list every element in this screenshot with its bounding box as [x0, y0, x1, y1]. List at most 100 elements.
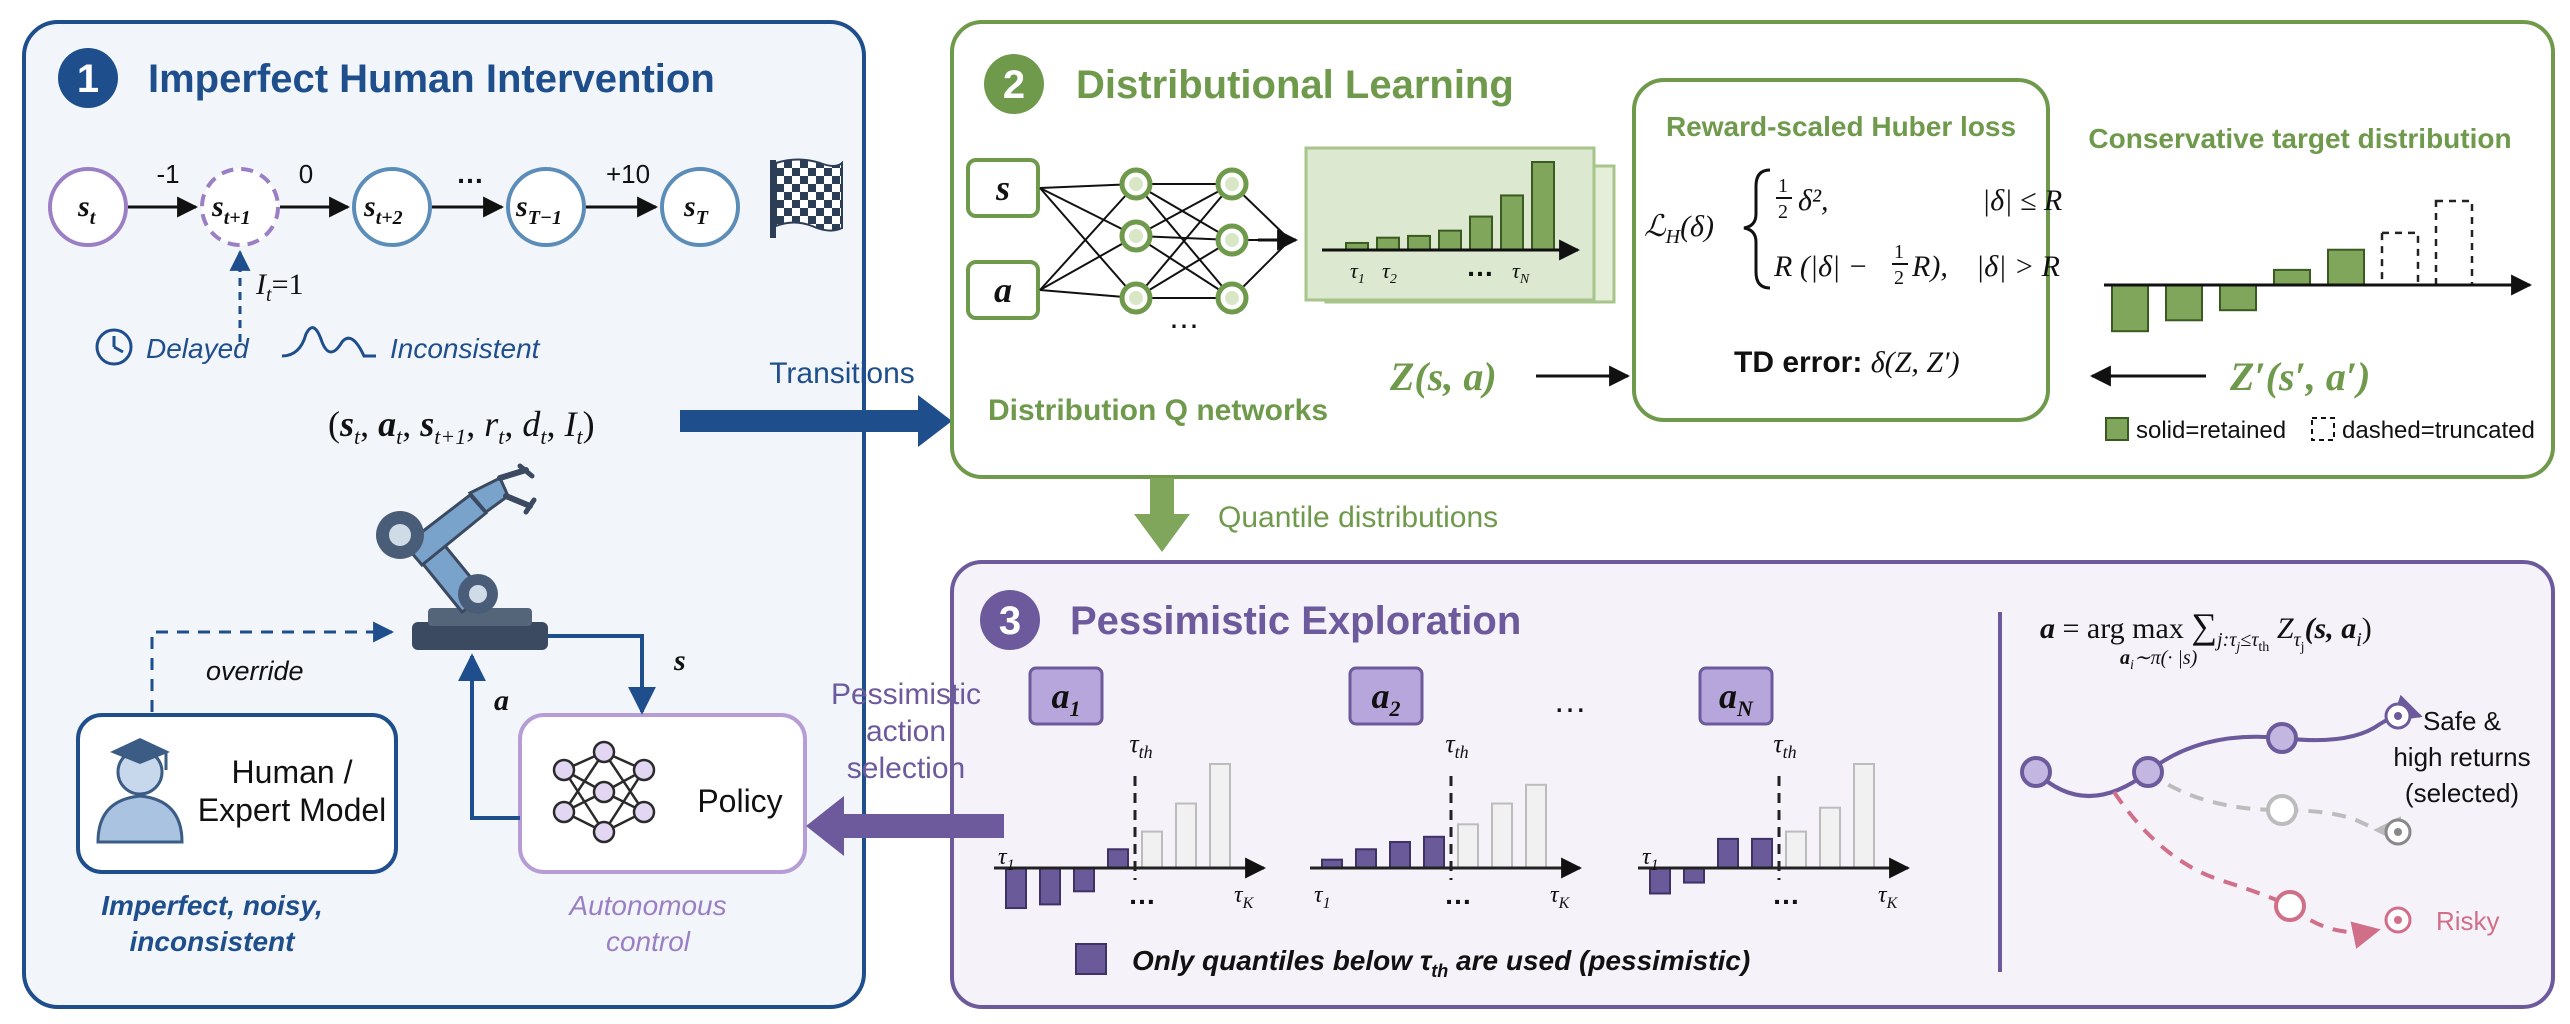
state-arrow	[548, 634, 656, 715]
tau-label: τ1	[1350, 258, 1365, 287]
panel2-title: Distributional Learning	[1076, 63, 1514, 107]
quantile-bar-used	[1751, 837, 1773, 870]
panel3-title: Pessimistic Exploration	[1070, 599, 1521, 643]
quantile-bar	[1469, 215, 1493, 251]
tau-label: τ2	[1382, 258, 1397, 287]
input-a-box	[966, 260, 1040, 320]
alternative-trajectory	[2146, 770, 2402, 844]
target-bar-retained	[2165, 284, 2203, 322]
pessimistic-label-line2: action	[866, 715, 946, 748]
human-label-line1: Human /	[232, 754, 353, 790]
legend-solid-swatch	[2105, 417, 2129, 441]
histogram-ellipsis: …	[1772, 879, 1800, 910]
tau-th-label: τth	[1445, 729, 1468, 762]
inconsistent-wave-icon	[281, 326, 376, 358]
state-node	[48, 167, 128, 247]
panel1-title: Imperfect Human Intervention	[148, 57, 715, 101]
quantile-bar-used	[1073, 867, 1095, 893]
state-arrow-label: s	[673, 644, 686, 677]
transitions-label: Transitions	[769, 357, 915, 390]
human-caption-line1: Imperfect, noisy,	[101, 890, 322, 921]
tau-k-label: τK	[1550, 882, 1571, 912]
trajectory-node	[2132, 756, 2164, 788]
quantile-bar-used	[1355, 848, 1377, 870]
inconsistent-label: Inconsistent	[390, 333, 541, 364]
state-node	[352, 167, 432, 247]
legend-solid-label: solid=retained	[2136, 417, 2286, 444]
risky-trajectory	[2112, 790, 2381, 949]
loss-half-num: 1	[1778, 175, 1788, 197]
quantile-bar-unused	[1525, 783, 1547, 869]
target-bar-retained	[2219, 284, 2257, 312]
legend-pessimistic-swatch	[1075, 943, 1107, 975]
loss-case2-tail: R),	[1911, 250, 1948, 283]
selection-formula: a = arg max ∑j:τj≤τth Zτj(s, ai)	[2040, 606, 2372, 655]
target-bar-retained	[2327, 248, 2365, 286]
input-s-box	[966, 158, 1040, 218]
tau-k-label: τK	[1878, 882, 1899, 912]
actions-ellipsis: …	[1553, 682, 1587, 720]
finish-flag-icon	[770, 158, 843, 238]
quantile-bar-unused	[1175, 802, 1197, 870]
action-arrow	[458, 653, 520, 820]
quantile-bar-unused	[1209, 763, 1231, 869]
quantile-bar-used	[1389, 841, 1411, 869]
quantile-bar-unused	[1785, 830, 1807, 869]
quantile-bar	[1376, 236, 1400, 251]
trajectory-sketch	[2020, 694, 2423, 949]
tau-1-label: τ1	[998, 844, 1015, 874]
policy-caption-line1: Autonomous	[567, 890, 726, 921]
quantile-bar	[1500, 194, 1524, 252]
network-ellipsis: ⋯	[1169, 310, 1199, 343]
override-label: override	[206, 656, 304, 686]
quantile-bar	[1438, 229, 1462, 251]
legend-pessimistic-label: Only quantiles below τth are used (pessi…	[1132, 945, 1750, 981]
robot-arm-icon	[376, 463, 548, 650]
histogram-ellipsis: …	[1444, 879, 1472, 910]
tau-label: τN	[1512, 258, 1530, 287]
pessimistic-label-line3: selection	[847, 752, 965, 785]
loss-half-den: 2	[1778, 201, 1788, 223]
safe-label-line3: (selected)	[2405, 778, 2519, 808]
tau-th-label: τth	[1773, 729, 1796, 762]
transition-tuple: (st, at, st+1, rt, dt, It)	[328, 404, 595, 449]
quantile-bar-used	[1107, 848, 1129, 870]
quantile-bar-used	[1683, 867, 1705, 884]
action-label: a2	[1372, 676, 1401, 721]
trajectory-node	[2274, 890, 2306, 922]
legend-dashed-label: dashed=truncated	[2342, 417, 2535, 444]
panel2-number-badge	[984, 54, 1044, 114]
target-title: Conservative target distribution	[2088, 123, 2511, 154]
state-chain: st st+1 st+2 sT−1 sT -1 0 … +10	[48, 158, 843, 247]
state-label: sT−1	[515, 190, 562, 229]
quantile-bar-unused	[1819, 806, 1841, 869]
z-label: Z(s, a)	[1389, 354, 1497, 399]
state-label: st+2	[363, 190, 403, 229]
reward-label: -1	[156, 159, 179, 189]
loss-brace	[1743, 168, 1771, 290]
tau-th-label: τth	[1129, 729, 1152, 762]
state-node	[506, 167, 586, 247]
action-label-box	[1348, 666, 1424, 726]
network-caption: Distribution Q networks	[988, 394, 1328, 427]
target-bar-truncated	[2434, 199, 2474, 287]
q-network-icon	[1039, 167, 1291, 315]
human-label-line2: Expert Model	[198, 792, 387, 828]
intervention-label: It=1	[255, 268, 303, 306]
tau-1-label: τ1	[1642, 844, 1659, 874]
input-s-label: s	[995, 168, 1010, 208]
state-label: st	[77, 190, 97, 229]
quantile-bar-unused	[1457, 823, 1479, 870]
loss-half-den2: 2	[1894, 267, 1904, 289]
policy-network-icon	[552, 740, 656, 844]
output-dist-bars	[1345, 161, 1555, 252]
quantile-bar-unused	[1141, 830, 1163, 869]
panel3-number: 3	[999, 599, 1021, 643]
quantile-bar	[1407, 234, 1431, 251]
quantile-bar-unused	[1853, 763, 1875, 869]
clock-icon	[95, 328, 133, 366]
policy-label: Policy	[697, 783, 782, 819]
